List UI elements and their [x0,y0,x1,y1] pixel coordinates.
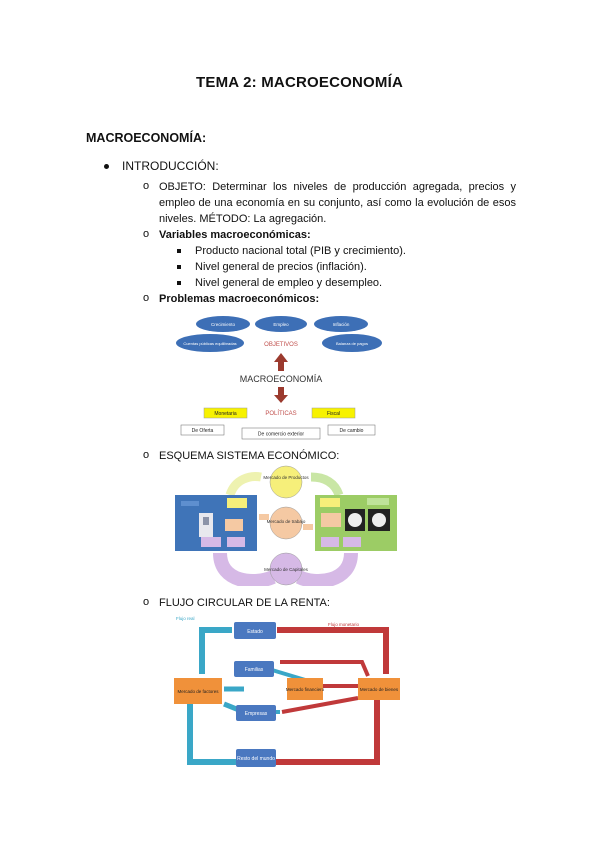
svg-text:Cuentas públicas equilibradas: Cuentas públicas equilibradas [183,341,236,346]
empresas-box: Empresas [236,705,276,721]
teal-flow-top [199,627,232,674]
resto-mundo-box: Resto del mundo [236,749,276,767]
svg-text:Mercado financiero: Mercado financiero [286,687,325,692]
variable-item: Nivel general de empleo y desempleo. [195,277,383,289]
objetivos-label: OBJETIVOS [264,342,298,348]
variable-item: Nivel general de precios (inflación). [195,261,367,273]
svg-text:Inflación: Inflación [333,322,350,327]
square-bullet [177,249,181,253]
mercado-bienes-box: Mercado de bienes [358,678,400,700]
circle-bullet: o [143,596,150,608]
svg-text:Resto del mundo: Resto del mundo [237,756,275,762]
square-bullet [177,265,181,269]
de-cambio-label: De cambio [340,428,364,434]
teal-flow-bottom [187,697,238,765]
up-arrow-icon [274,353,288,371]
svg-text:Mercado de factores: Mercado de factores [177,689,219,694]
flujo-diagram: Estado Familias Empresas Resto del mundo… [172,612,410,772]
product-flow-right [310,472,344,497]
square-bullet [177,281,181,285]
flujo-monetario-label: Flujo monetario [328,622,360,627]
mercado-factores-box: Mercado de factores [174,678,222,704]
esquema-heading: ESQUEMA SISTEMA ECONÓMICO: [159,450,340,462]
goal-empleo: Empleo [255,316,307,332]
page-title: TEMA 2: MACROECONOMÍA [196,74,403,91]
de-oferta-label: De Oferta [192,428,214,434]
red-flow-bottom [276,700,380,765]
svg-text:Balanza de pagos: Balanza de pagos [336,341,368,346]
svg-text:Mercado de bienes: Mercado de bienes [360,687,399,692]
goal-inflacion: Inflación [314,316,368,332]
circle-bullet: o [143,292,150,304]
macro-label: MACROECONOMÍA [240,374,323,384]
svg-text:Crecimiento: Crecimiento [211,322,236,327]
section-heading: MACROECONOMÍA: [86,131,207,145]
circle-bullet: o [143,449,150,461]
svg-text:Empresas: Empresas [245,711,268,717]
product-flow-left [225,472,262,497]
objeto-paragraph: OBJETO: Determinar los niveles de produc… [159,181,516,225]
mercado-productos: Mercado de Productos [263,465,309,499]
circle-bullet: o [143,228,150,240]
mercado-trabajo: Mercado de trabajo [267,506,306,540]
variables-heading: Variables macroeconómicas: [159,229,311,241]
goal-cuentas-publicas: Cuentas públicas equilibradas [176,334,244,352]
down-arrow-icon [274,387,288,403]
red-flow-top [277,627,389,674]
monetaria-label: Monetaria [214,411,236,417]
svg-text:Mercado de Capitales: Mercado de Capitales [264,567,309,572]
svg-text:Empleo: Empleo [273,322,289,327]
flujo-real-label: Flujo real [176,616,195,621]
circle-bullet: o [143,180,150,192]
problemas-diagram: Crecimiento Empleo Inflación Cuentas púb… [170,307,398,443]
comercio-label: De comercio exterior [258,432,304,438]
flujo-heading: FLUJO CIRCULAR DE LA RENTA: [159,597,330,609]
mercado-financiero-box: Mercado financiero [286,678,325,700]
capital-flow-left [213,552,276,586]
estado-box: Estado [234,622,276,639]
esquema-diagram: Mercado de Productos Mercado de trabajo … [175,465,397,586]
fiscal-box [311,407,356,419]
bullet-dot [104,164,109,169]
familias-box: Familias [234,661,274,677]
de-oferta-box [180,424,225,436]
mercado-capitales: Mercado de Capitales [264,552,309,586]
svg-text:Familias: Familias [245,667,264,673]
variable-item: Producto nacional total (PIB y crecimien… [195,245,406,257]
goal-crecimiento: Crecimiento [196,316,250,332]
svg-text:Mercado de trabajo: Mercado de trabajo [267,519,306,524]
goal-balanza-pagos: Balanza de pagos [322,334,382,352]
intro-label: INTRODUCCIÓN: [122,159,219,173]
comercio-box [241,427,321,440]
svg-text:Mercado de Productos: Mercado de Productos [263,475,309,480]
svg-text:Estado: Estado [247,629,263,635]
fiscal-label: Fiscal [327,411,340,417]
capital-flow-right [295,552,358,586]
politicas-label: POLÍTICAS [265,410,296,417]
problemas-heading: Problemas macroeconómicos: [159,293,320,305]
de-cambio-box [327,424,376,436]
monetaria-box [203,407,248,419]
